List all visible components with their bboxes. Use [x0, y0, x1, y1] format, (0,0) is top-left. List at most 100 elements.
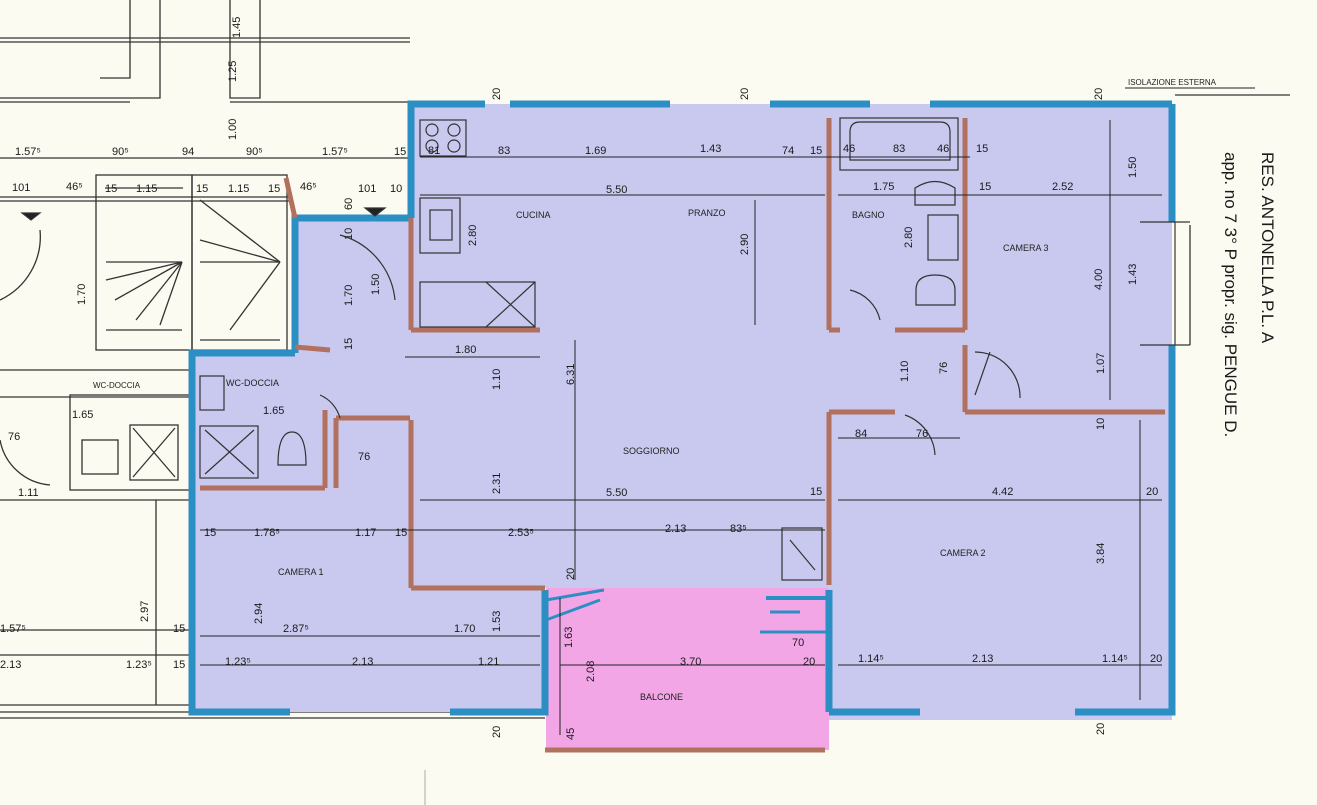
- dim-label: 15: [810, 486, 822, 498]
- room-label-balcone: BALCONE: [640, 692, 683, 702]
- dim-label: 1.53: [491, 611, 503, 632]
- dim-label: 1.07: [1095, 353, 1107, 374]
- isolazione-label: ISOLAZIONE ESTERNA: [1128, 78, 1217, 87]
- dim-label: 101: [358, 183, 376, 195]
- interior-walls: [200, 118, 1165, 753]
- dim-label: 15: [976, 143, 988, 155]
- room-label-camera1: CAMERA 1: [278, 567, 324, 577]
- dim-label: 2.52: [1052, 181, 1073, 193]
- room-labels: CUCINA PRANZO BAGNO CAMERA 3 SOGGIORNO C…: [93, 208, 1049, 702]
- dim-label: 15: [204, 527, 216, 539]
- dim-label: 5.50: [606, 184, 627, 196]
- dim-label: 1.63: [563, 627, 575, 648]
- dim-label: 1.57⁵: [0, 623, 26, 635]
- dim-label: 1.69: [585, 145, 606, 157]
- dim-label: 15: [173, 659, 185, 671]
- dim-label: 15: [196, 183, 208, 195]
- dim-label: 4.42: [992, 486, 1013, 498]
- dim-label: 90⁵: [112, 146, 129, 158]
- room-label-wc-doccia: WC-DOCCIA: [226, 378, 279, 388]
- dim-label: 1.65: [263, 405, 284, 417]
- title-block: RES. ANTONELLA P.L. A app. no 7 3° P pro…: [1221, 152, 1277, 437]
- dim-label: 1.11: [18, 487, 39, 499]
- dim-label: 1.00: [227, 119, 239, 140]
- fixtures: [20, 117, 1190, 634]
- room-label-cucina: CUCINA: [516, 210, 551, 220]
- dim-label: 70: [792, 637, 804, 649]
- dim-label: 2.13: [972, 653, 993, 665]
- dim-label: 1.21: [478, 656, 499, 668]
- dim-label: 1.17: [355, 527, 376, 539]
- room-label-camera2: CAMERA 2: [940, 548, 986, 558]
- dim-label: 1.23⁵: [126, 659, 152, 671]
- dim-label: 15: [810, 145, 822, 157]
- dim-label: 2.80: [467, 225, 479, 246]
- dim-label: 1.43: [700, 143, 721, 155]
- dim-label: 46: [843, 143, 855, 155]
- dim-label: 2.80: [903, 227, 915, 248]
- dim-label: 2.94: [253, 603, 265, 624]
- balcony-area: [546, 588, 829, 750]
- dim-label: 20: [1095, 723, 1107, 735]
- dim-label: 10: [390, 183, 402, 195]
- dim-label: 46⁵: [66, 181, 83, 193]
- dim-label: 81: [428, 145, 440, 157]
- floor-area: [192, 104, 1172, 720]
- room-label-pranzo: PRANZO: [688, 208, 726, 218]
- dim-label: 20: [803, 656, 815, 668]
- dim-label: 20: [739, 88, 751, 100]
- dim-label: 20: [565, 568, 577, 580]
- dim-label: 46: [937, 143, 949, 155]
- dim-label: 83: [893, 143, 905, 155]
- dim-label: 15: [173, 623, 185, 635]
- dim-label: 1.10: [491, 369, 503, 390]
- dim-label: 1.65: [72, 409, 93, 421]
- dim-label: 1.15: [136, 183, 157, 195]
- dim-label: 4.00: [1093, 269, 1105, 290]
- dim-label: 6.31: [565, 364, 577, 385]
- dim-label: 2.97: [139, 601, 151, 622]
- dim-label: 15: [343, 338, 355, 350]
- dim-label: 20: [1146, 486, 1158, 498]
- dim-label: 1.80: [455, 344, 476, 356]
- dim-label: 101: [12, 182, 30, 194]
- dim-label: 84: [855, 428, 867, 440]
- dim-label: 2.31: [491, 473, 503, 494]
- dim-label: 45: [565, 728, 577, 740]
- apartment-floor: [192, 104, 1172, 750]
- room-label-soggiorno: SOGGIORNO: [623, 446, 680, 456]
- dim-label: 1.70: [343, 285, 355, 306]
- dim-label: 1.15: [228, 183, 249, 195]
- dim-label: 2.87⁵: [283, 623, 309, 635]
- title-line-1: RES. ANTONELLA P.L. A: [1258, 152, 1277, 344]
- dim-label: 1.25: [227, 61, 239, 82]
- dim-label: 74: [782, 145, 794, 157]
- dim-label: 90⁵: [246, 146, 263, 158]
- dim-label: 1.23⁵: [225, 656, 251, 668]
- dim-label: 15: [395, 527, 407, 539]
- dim-label: 2.13: [665, 523, 686, 535]
- dim-label: 83⁵: [730, 523, 747, 535]
- dim-label: 83: [498, 145, 510, 157]
- dim-label: 2.13: [352, 656, 373, 668]
- dim-label: 5.50: [606, 487, 627, 499]
- room-label-bagno: BAGNO: [852, 210, 885, 220]
- dim-label: 15: [268, 183, 280, 195]
- dim-label: 1.75: [873, 181, 894, 193]
- dim-label: 20: [491, 726, 503, 738]
- dim-label: 1.70: [76, 284, 88, 305]
- dim-label: 1.50: [370, 274, 382, 295]
- dim-label: 1.57⁵: [15, 146, 41, 158]
- dim-label: 1.50: [1127, 157, 1139, 178]
- dim-label: 3.84: [1095, 543, 1107, 564]
- dim-label: 2.53⁵: [508, 527, 534, 539]
- dim-label: 20: [491, 88, 503, 100]
- dim-label: 76: [938, 362, 950, 374]
- dim-label: 1.45: [231, 17, 243, 38]
- dim-label: 1.57⁵: [322, 146, 348, 158]
- dim-label: 2.90: [739, 234, 751, 255]
- dim-label: 20: [1150, 653, 1162, 665]
- dimension-lines: [200, 120, 1162, 805]
- dim-label: 10: [1095, 418, 1107, 430]
- dim-label: 20: [1093, 88, 1105, 100]
